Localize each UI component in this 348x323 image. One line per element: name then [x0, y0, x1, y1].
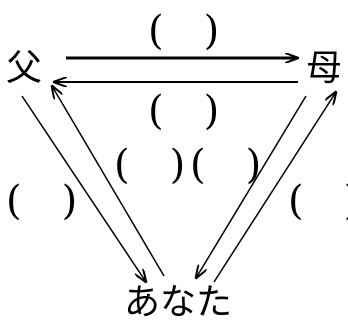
node-father: 父 — [6, 48, 42, 89]
arrow-you-to-mother — [213, 92, 336, 283]
arrow-you-to-father — [52, 86, 165, 277]
node-you: あなた — [124, 282, 232, 323]
blank-left: ( ) — [6, 178, 77, 224]
blank-right: ( ) — [288, 178, 348, 224]
blank-center-left: ( ) — [114, 142, 185, 188]
blank-center-right: ( ) — [190, 142, 261, 188]
blank-top: ( ) — [148, 8, 219, 54]
arrow-mother-to-you — [196, 95, 307, 278]
node-mother: 母 — [306, 48, 342, 89]
blank-upper-middle: ( ) — [148, 88, 219, 134]
arrow-father-to-you — [21, 95, 146, 282]
